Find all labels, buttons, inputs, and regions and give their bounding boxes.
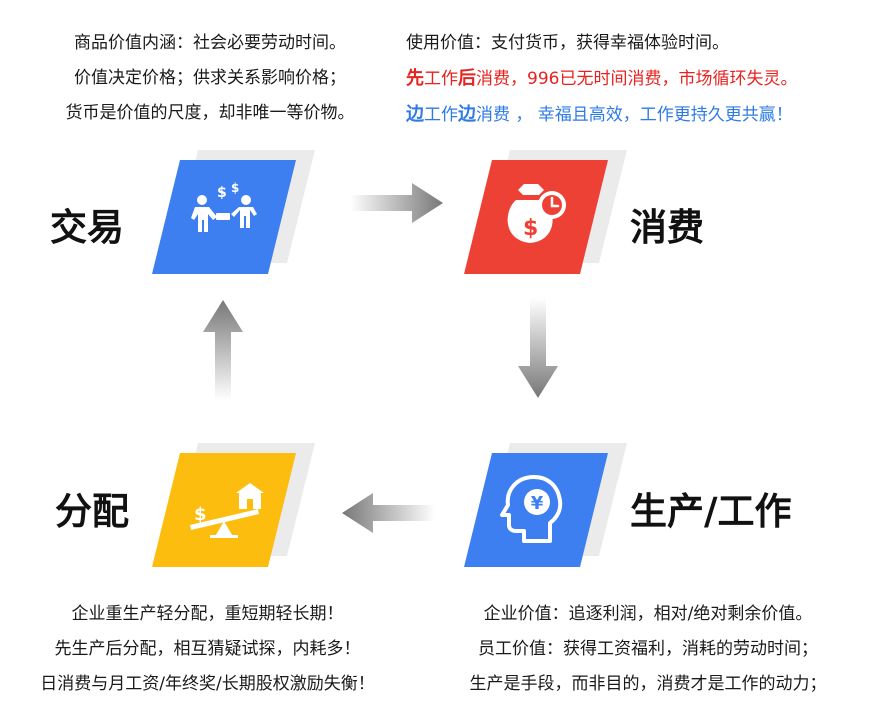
svg-text:$: $ <box>523 216 538 241</box>
bottom-right-line-2: 员工价值：获得工资福利，消耗的劳动时间； <box>478 639 818 659</box>
emphasis-while-2: 边 <box>458 104 476 125</box>
seesaw-house-money-icon: $ <box>190 483 264 538</box>
text-consume-rest-2: 消费 ， 幸福且高效，工作更持久更共赢！ <box>476 105 793 125</box>
arrow-left <box>342 493 435 533</box>
arrow-down <box>518 298 558 398</box>
emphasis-first: 先 <box>406 68 424 89</box>
bottom-right-text: 企业价值：追逐利润，相对/绝对剩余价值。 员工价值：获得工资福利，消耗的劳动时间… <box>428 597 868 702</box>
top-left-text: 商品价值内涵：社会必要劳动时间。 价值决定价格；供求关系影响价格； 货币是价值的… <box>20 26 400 131</box>
top-right-text: 使用价值：支付货币，获得幸福体验时间。 先工作后消费，996已无时间消费，市场循… <box>406 26 797 133</box>
bottom-left-line-2: 先生产后分配，相互猜疑试探，内耗多！ <box>54 639 361 659</box>
svg-text:$: $ <box>217 185 227 201</box>
arrow-up <box>203 300 243 400</box>
top-left-line-3: 货币是价值的尺度，却非唯一等价物。 <box>65 103 355 123</box>
trade-label: 交易 <box>50 206 124 249</box>
arrow-right <box>350 183 443 223</box>
produce-node: ¥ <box>462 443 627 567</box>
top-right-line-3: 边工作边消费 ， 幸福且高效，工作更持久更共赢！ <box>406 97 797 133</box>
bottom-right-line-3: 生产是手段，而非目的，消费才是工作的动力； <box>469 674 827 694</box>
text-consume-rest: 消费，996已无时间消费，市场循环失灵。 <box>476 69 798 89</box>
svg-text:$: $ <box>231 181 239 195</box>
svg-text:¥: ¥ <box>531 493 544 514</box>
consume-label: 消费 <box>630 206 704 249</box>
bottom-left-text: 企业重生产轻分配，重短期轻长期！ 先生产后分配，相互猜疑试探，内耗多！ 日消费与… <box>0 597 415 702</box>
distribute-label: 分配 <box>55 490 129 533</box>
head-yen-icon: ¥ <box>500 475 563 543</box>
top-left-line-1: 商品价值内涵：社会必要劳动时间。 <box>74 33 346 53</box>
bottom-right-line-1: 企业价值：追逐利润，相对/绝对剩余价值。 <box>483 604 813 624</box>
trade-node: $ $ <box>150 150 315 274</box>
bottom-left-line-1: 企业重生产轻分配，重短期轻长期！ <box>71 604 344 624</box>
distribute-node: $ <box>150 443 315 567</box>
text-work: 工作 <box>424 69 458 89</box>
handshake-money-icon: $ $ <box>191 181 257 232</box>
bottom-left-line-3: 日消费与月工资/年终奖/长期股权激励失衡！ <box>40 674 375 694</box>
svg-text:$: $ <box>194 504 207 525</box>
top-right-line-2: 先工作后消费，996已无时间消费，市场循环失灵。 <box>406 61 797 97</box>
top-right-line-1: 使用价值：支付货币，获得幸福体验时间。 <box>406 33 729 53</box>
money-bag-clock-icon: $ <box>507 184 566 243</box>
consume-node: $ <box>462 150 627 274</box>
emphasis-after: 后 <box>458 68 476 89</box>
produce-label: 生产/工作 <box>630 490 792 533</box>
text-work-2: 工作 <box>424 105 458 125</box>
top-left-line-2: 价值决定价格；供求关系影响价格； <box>74 68 346 88</box>
emphasis-while-1: 边 <box>406 104 424 125</box>
